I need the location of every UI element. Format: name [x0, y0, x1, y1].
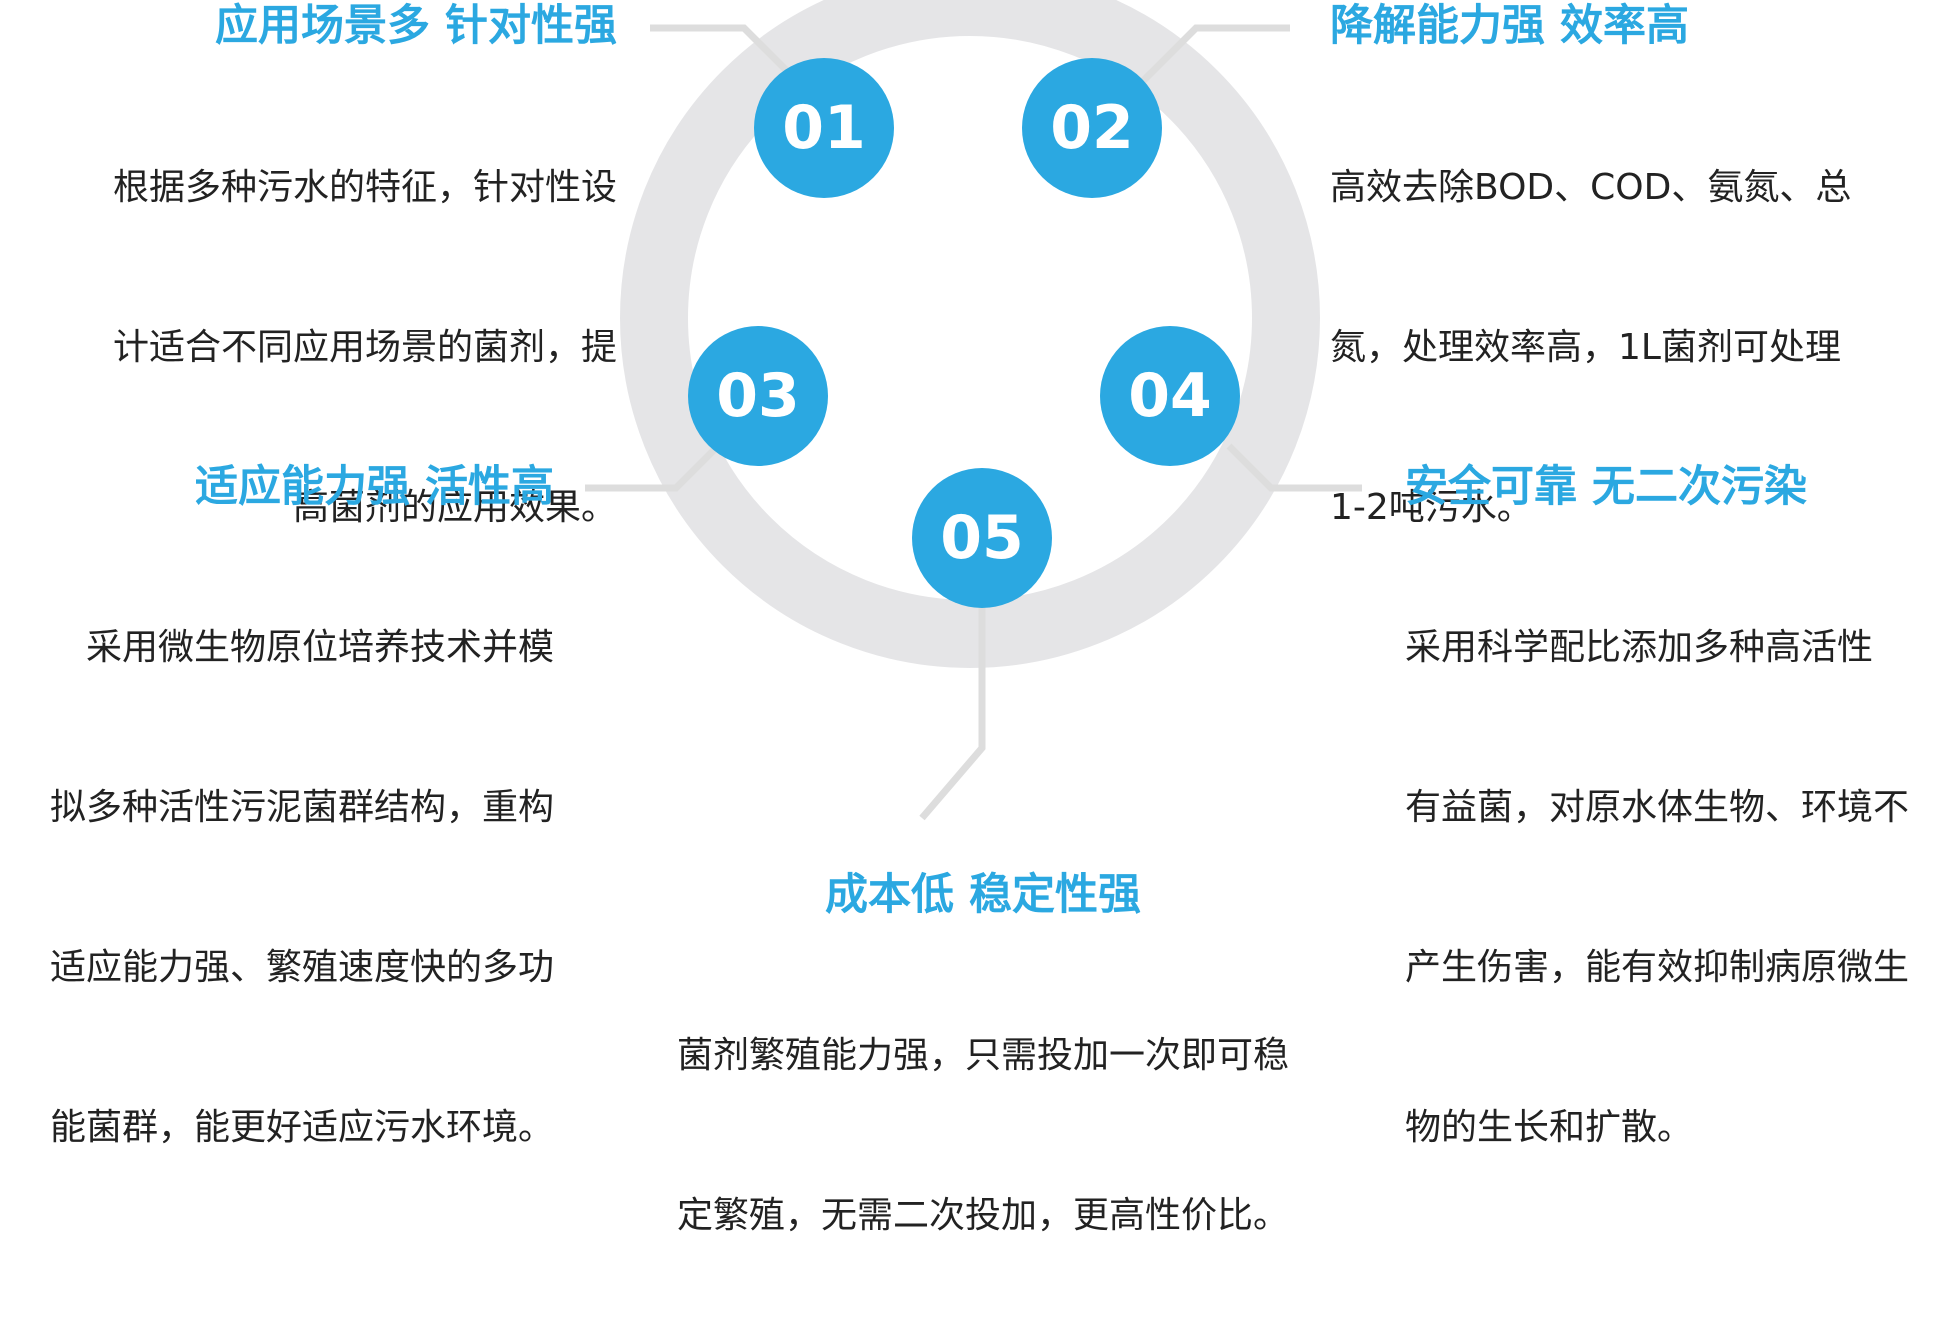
step-circle-04: 04 [1100, 326, 1240, 466]
feature-desc-04: 采用科学配比添加多种高活性 有益菌，对原水体生物、环境不 产生伤害，能有效抑制病… [1405, 528, 1909, 1248]
step-number-03: 03 [716, 361, 800, 431]
step-circle-03: 03 [688, 326, 828, 466]
feature-desc-line: 定繁殖，无需二次投加，更高性价比。 [676, 1195, 1289, 1236]
feature-title-02: 降解能力强 效率高 [1330, 1, 1689, 51]
feature-desc-02: 高效去除BOD、COD、氨氮、总 氮，处理效率高，1L菌剂可处理 1-2吨污水。 [1330, 68, 1851, 628]
feature-title-04: 安全可靠 无二次污染 [1405, 462, 1807, 512]
feature-desc-line: 拟多种活性污泥菌群结构，重构 [49, 787, 554, 828]
feature-desc-line: 产生伤害，能有效抑制病原微生 [1405, 947, 1910, 988]
connector-line-03 [585, 443, 721, 492]
feature-desc-01: 根据多种污水的特征，针对性设 计适合不同应用场景的菌剂，提 高菌剂的应用效果。 [113, 68, 617, 628]
feature-desc-line: 氮，处理效率高，1L菌剂可处理 [1330, 327, 1841, 368]
feature-desc-line: 适应能力强、繁殖速度快的多功 [49, 947, 554, 988]
step-circle-02: 02 [1022, 58, 1162, 198]
feature-desc-line: 物的生长和扩散。 [1405, 1107, 1694, 1148]
feature-desc-line: 1-2吨污水。 [1330, 487, 1533, 528]
feature-desc-line: 计适合不同应用场景的菌剂，提 [112, 327, 617, 368]
feature-desc-line: 有益菌，对原水体生物、环境不 [1405, 787, 1910, 828]
feature-desc-line: 采用微生物原位培养技术并模 [85, 627, 554, 668]
feature-title-03: 适应能力强 活性高 [195, 462, 554, 512]
step-number-04: 04 [1128, 361, 1212, 431]
connector-line-04 [1226, 443, 1362, 492]
feature-desc-line: 高效去除BOD、COD、氨氮、总 [1330, 167, 1852, 208]
step-circle-05: 05 [912, 468, 1052, 608]
feature-title-05: 成本低 稳定性强 [825, 870, 1141, 920]
feature-title-01: 应用场景多 针对性强 [215, 1, 617, 51]
connector-line-02 [1117, 24, 1290, 107]
step-number-02: 02 [1050, 93, 1134, 163]
feature-desc-line: 高菌剂的应用效果。 [292, 487, 617, 528]
step-number-05: 05 [940, 503, 1024, 573]
feature-desc-line: 菌剂繁殖能力强，只需投加一次即可稳 [676, 1035, 1289, 1076]
connector-line-05 [919, 600, 986, 821]
feature-desc-05: 菌剂繁殖能力强，只需投加一次即可稳 定繁殖，无需二次投加，更高性价比。 [608, 936, 1358, 1336]
step-number-01: 01 [782, 93, 866, 163]
feature-desc-line: 能菌群，能更好适应污水环境。 [49, 1107, 554, 1148]
step-circle-01: 01 [754, 58, 894, 198]
feature-desc-line: 采用科学配比添加多种高活性 [1405, 627, 1874, 668]
feature-desc-03: 采用微生物原位培养技术并模 拟多种活性污泥菌群结构，重构 适应能力强、繁殖速度快… [50, 528, 554, 1248]
feature-desc-line: 根据多种污水的特征，针对性设 [112, 167, 617, 208]
center-ring [620, 0, 1320, 668]
